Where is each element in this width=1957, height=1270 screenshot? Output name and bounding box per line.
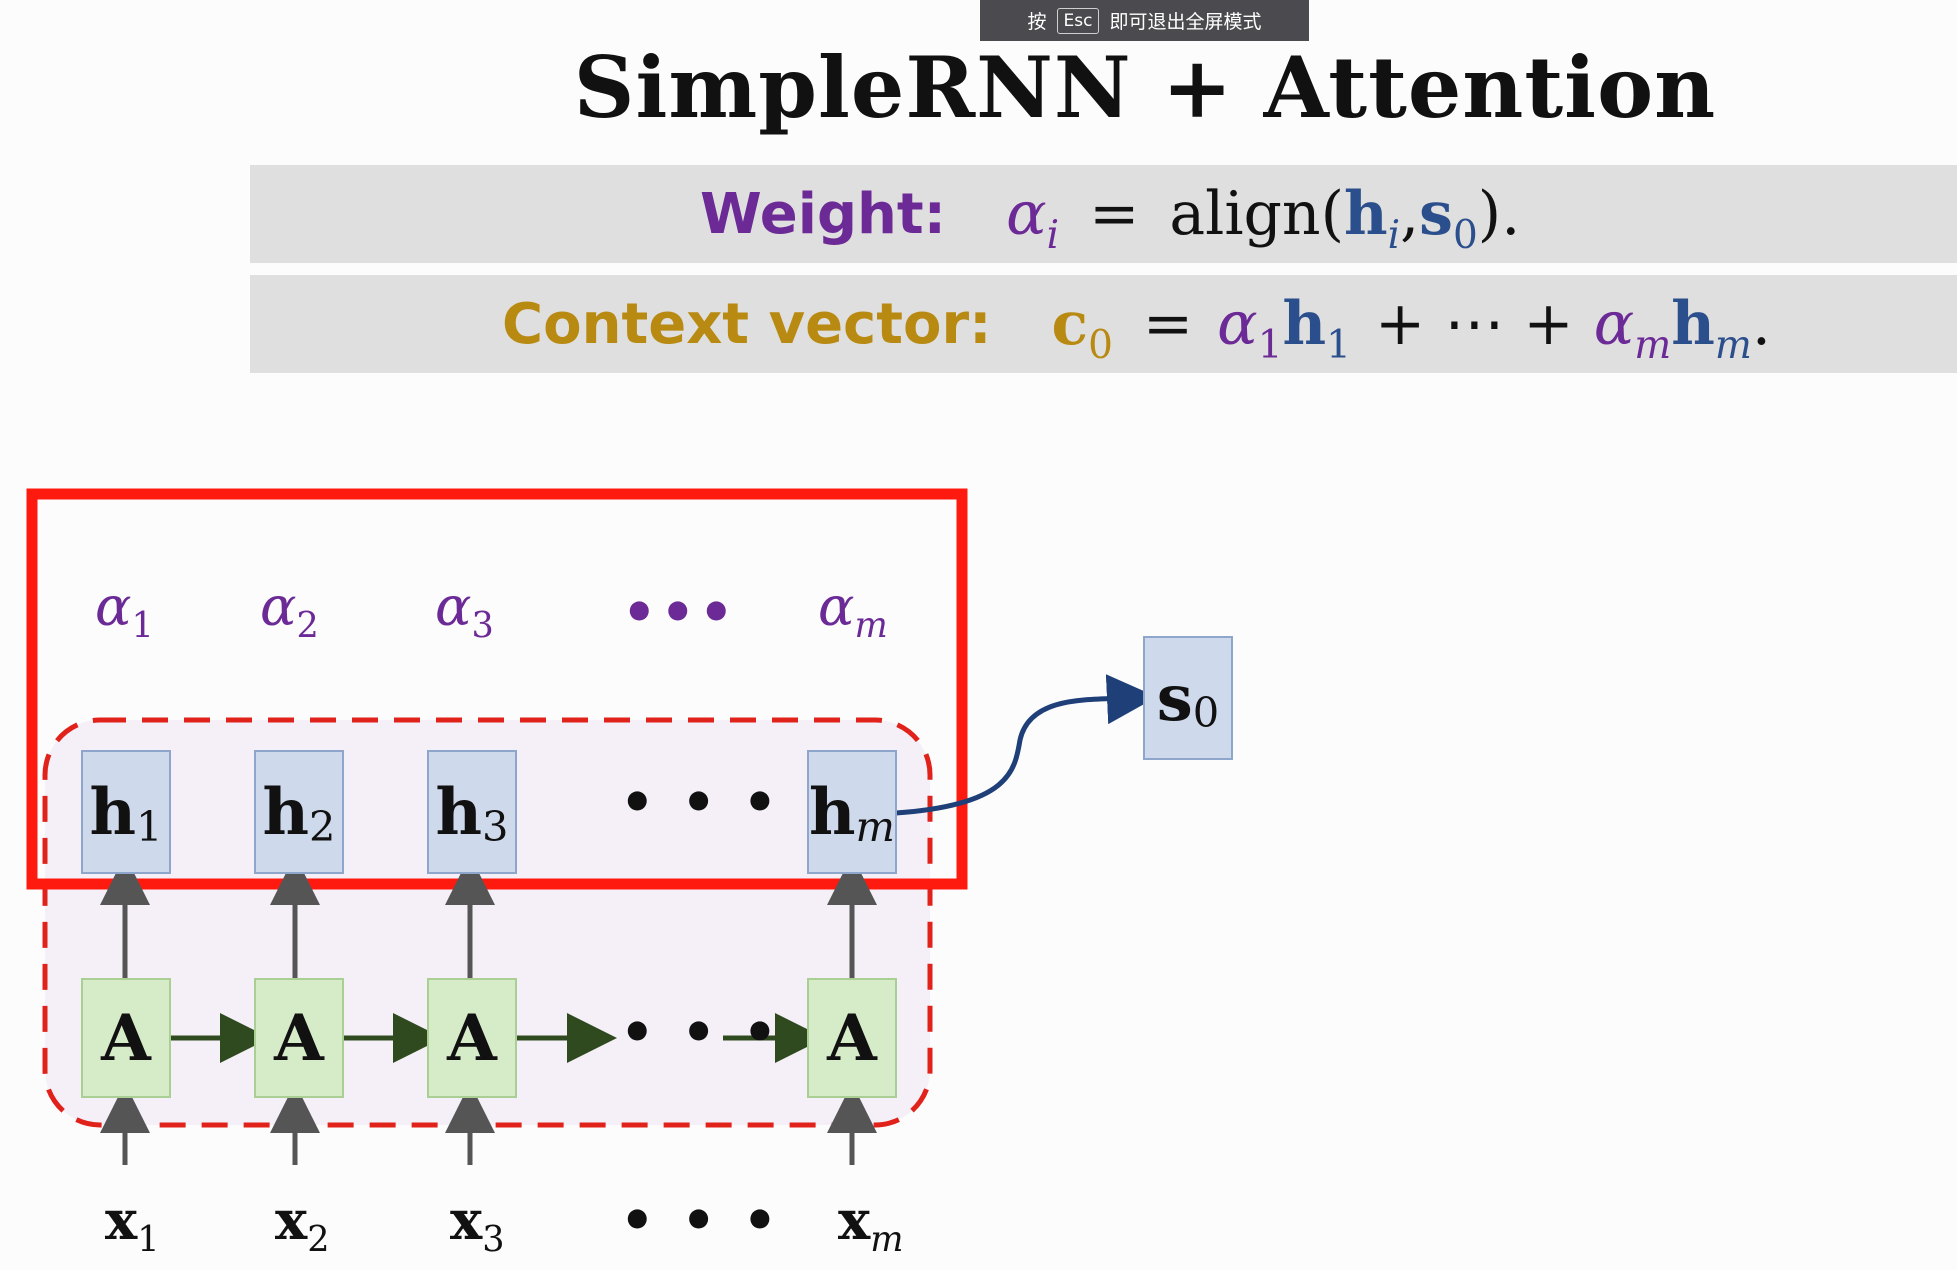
h-i: hi bbox=[1343, 179, 1401, 258]
weight-label: Weight: bbox=[700, 181, 947, 247]
rnn-cell-1: A bbox=[81, 978, 171, 1098]
alpha-1-label: α1 bbox=[95, 575, 154, 647]
hint-suffix: 即可退出全屏模式 bbox=[1109, 11, 1262, 33]
comma: , bbox=[1400, 179, 1420, 249]
rnn-cell-m: A bbox=[807, 978, 897, 1098]
rnn-cell-2: A bbox=[254, 978, 344, 1098]
alpha-2-label: α2 bbox=[260, 575, 319, 647]
hint-prefix: 按 bbox=[1027, 11, 1047, 33]
alpha-3-label: α3 bbox=[435, 575, 494, 647]
alpha-1: α1 bbox=[1217, 289, 1283, 368]
equals-sign: = bbox=[1089, 179, 1140, 249]
context-label: Context vector: bbox=[502, 291, 992, 357]
alpha-m: αm bbox=[1593, 289, 1672, 368]
input-x3: x3 bbox=[450, 1188, 505, 1261]
h-1: h1 bbox=[1282, 289, 1351, 368]
equals-sign: = bbox=[1142, 289, 1194, 359]
input-x1: x1 bbox=[105, 1188, 160, 1261]
h-m: hm bbox=[1671, 289, 1752, 368]
weight-equation: Weight: αi = align( hi , s0 ). bbox=[700, 165, 1520, 263]
alpha-ellipsis: ••• bbox=[622, 580, 738, 644]
rnn-cell-3: A bbox=[427, 978, 517, 1098]
h-ellipsis: • • • bbox=[620, 770, 782, 834]
x-ellipsis: • • • bbox=[620, 1188, 782, 1252]
c-0: c0 bbox=[1051, 289, 1113, 368]
fullscreen-exit-hint: 按 Esc 即可退出全屏模式 bbox=[980, 0, 1309, 41]
context-equation-band: Context vector: c0 = α1 h1 + ⋯ + αm hm . bbox=[250, 275, 1957, 373]
align-func: align( bbox=[1169, 179, 1344, 249]
weight-equation-band: Weight: αi = align( hi , s0 ). bbox=[250, 165, 1957, 263]
alpha-i: αi bbox=[1006, 179, 1060, 258]
input-xm: xm bbox=[838, 1188, 904, 1261]
period: . bbox=[1751, 289, 1771, 359]
slide-title: SimpleRNN + Attention bbox=[573, 38, 1717, 137]
a-ellipsis: • • • bbox=[620, 1000, 782, 1064]
plus-ellipsis-plus: + ⋯ + bbox=[1374, 289, 1574, 359]
context-equation: Context vector: c0 = α1 h1 + ⋯ + αm hm . bbox=[502, 275, 1771, 373]
highlight-box bbox=[26, 488, 968, 890]
s-0: s0 bbox=[1419, 179, 1478, 258]
arrow-hm-s0 bbox=[895, 674, 1157, 816]
close-paren: ). bbox=[1477, 179, 1521, 249]
esc-key-badge: Esc bbox=[1056, 7, 1100, 34]
input-x2: x2 bbox=[275, 1188, 330, 1261]
alpha-m-label: αm bbox=[818, 575, 888, 647]
